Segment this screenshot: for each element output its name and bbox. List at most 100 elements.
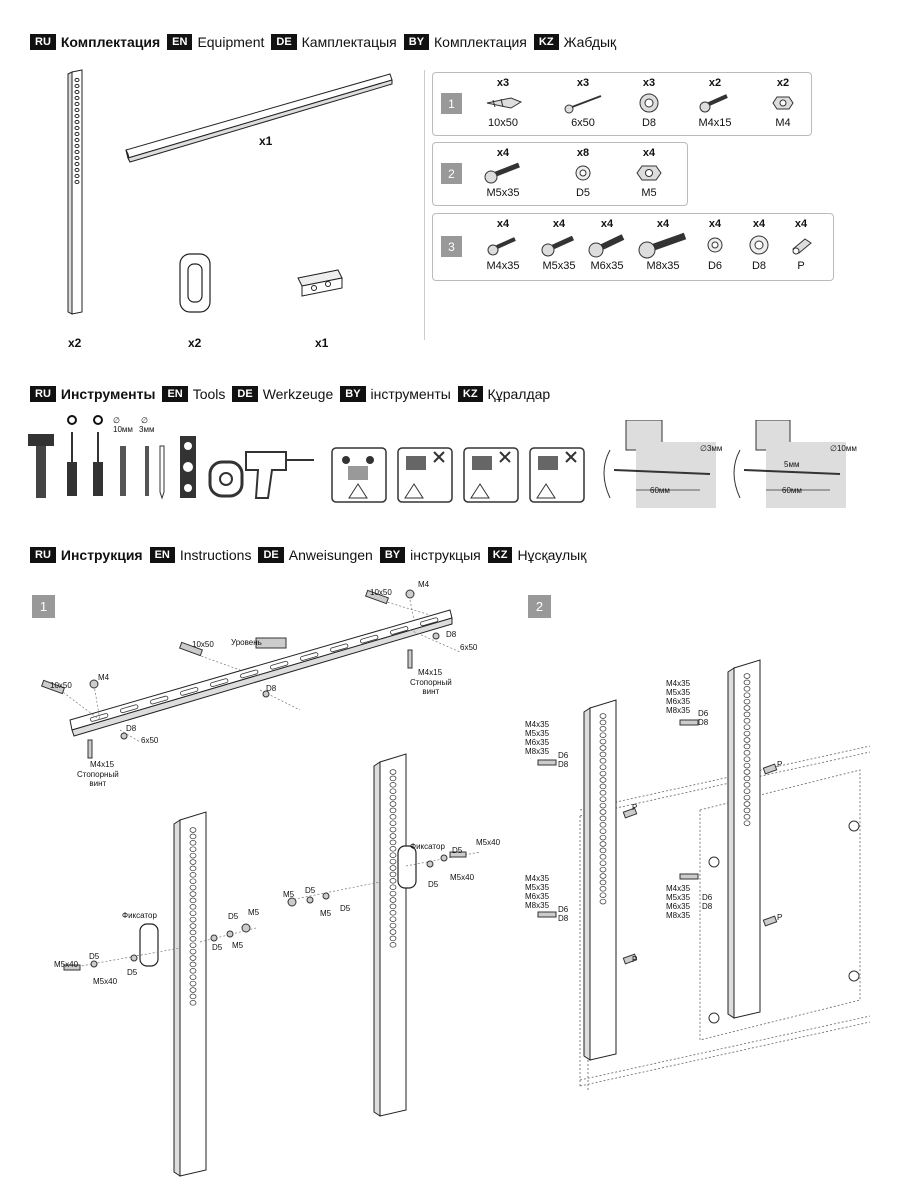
step1-m5x40-label: M5x40 (450, 873, 475, 882)
mount-hole (389, 833, 397, 839)
mount-hole (599, 873, 607, 879)
mount-hole (189, 993, 197, 1000)
no-drill-gas-icon (529, 447, 585, 503)
mount-hole (189, 891, 197, 897)
step1-washer-label: D8 (126, 724, 137, 733)
step1-d5-label: D5 (452, 846, 463, 855)
step-number-1: 1 (32, 595, 55, 618)
mount-hole (743, 788, 751, 794)
rail-slot (150, 695, 169, 705)
parts-illustration (67, 69, 393, 315)
step2-washers-label: D6 D8 (702, 893, 713, 911)
lang-tag-de: DE (271, 34, 297, 50)
mount-hole (599, 854, 607, 860)
no-drill-water-icon (463, 447, 519, 503)
instructions-title-by: інструкцыя (410, 547, 481, 563)
mount-hole (743, 730, 751, 737)
mount-hole (74, 167, 80, 173)
mount-hole (743, 718, 751, 724)
mount-hole (389, 839, 397, 846)
rail-slot (360, 634, 379, 644)
step1-nut-label: M4 (98, 673, 110, 682)
instructions-title-en: Instructions (179, 547, 252, 563)
equipment-title-ru: Комплектация (60, 34, 161, 50)
pencil-icon (159, 445, 165, 500)
mount-hole (189, 859, 197, 865)
mount-hole (74, 125, 80, 131)
no-drill-electric-icon (397, 447, 453, 503)
mount-hole (189, 961, 197, 968)
step1-m5x40-label: M5x40 (54, 960, 79, 969)
step2-washers-label: D6 D8 (698, 709, 709, 727)
step1-d5-label: D5 (305, 886, 316, 895)
rail-slot (210, 678, 229, 687)
mount-hole (743, 743, 751, 750)
mount-hole (389, 884, 397, 890)
mount-hole (599, 713, 607, 719)
step1-anchor-label: 10x50 (50, 681, 72, 690)
drill-offset-2: 5мм (784, 460, 800, 469)
mount-hole (189, 840, 197, 846)
rail-slot (330, 643, 349, 653)
step2-illustration (537, 659, 871, 1090)
power-drill-icon (245, 451, 314, 499)
lang-tag-de: DE (258, 547, 284, 563)
step1-screw-label: 6x50 (141, 736, 159, 745)
mount-hole (389, 807, 397, 814)
wood-screw-icon (564, 95, 602, 114)
drill-diameter-1: ∅3мм (700, 444, 723, 453)
mount-hole (189, 968, 197, 974)
mount-hole (389, 897, 397, 903)
screwdriver-flat-icon (67, 415, 77, 496)
drill-size-10: 10мм (113, 425, 133, 434)
step2-spacer-label: P (777, 760, 783, 769)
mount-hole (599, 879, 607, 886)
mount-hole (743, 820, 751, 826)
mount-hole (389, 852, 397, 858)
lock-count: x2 (188, 336, 202, 350)
kit-number: 1 (441, 93, 462, 114)
mount-hole (743, 686, 751, 692)
mount-hole (389, 878, 397, 884)
drill-size-3: 3мм (139, 425, 155, 434)
mount-hole (743, 679, 751, 686)
mount-hole (189, 1000, 197, 1006)
step1-d5-label: D5 (89, 952, 100, 961)
kit-number: 3 (441, 236, 462, 257)
mount-hole (389, 871, 397, 878)
step1-lock-label: Фиксатор (122, 911, 157, 920)
mount-hole (743, 750, 751, 756)
mount-hole (743, 782, 751, 788)
upright-count: x2 (68, 336, 82, 350)
lang-tag-de: DE (232, 386, 258, 402)
mount-hole (189, 827, 197, 833)
instructions-title-ru: Инструкция (60, 547, 143, 563)
mount-hole (743, 692, 751, 698)
drill-depth-illustration (603, 420, 846, 508)
mount-hole (743, 724, 751, 730)
lock-part (179, 253, 211, 313)
warnings-illustration (331, 447, 585, 503)
tools-title-ru: Инструменты (60, 386, 156, 402)
step2-washers-label: D6 D8 (558, 905, 569, 923)
mount-hole (389, 775, 397, 782)
mount-hole (743, 673, 751, 679)
rail-count: x1 (259, 134, 273, 148)
lang-tag-en: EN (167, 34, 193, 50)
nut-icon (772, 96, 794, 110)
mount-hole (74, 173, 80, 179)
mount-hole (599, 898, 607, 905)
tape-measure-icon (208, 460, 244, 498)
instructions-title-kz: Нұсқаулық (517, 547, 587, 563)
step1-d5-label: D5 (228, 912, 239, 921)
step1-stop-screw-label: Стопорный винт (410, 678, 452, 696)
tools-title-en: Tools (192, 386, 226, 402)
